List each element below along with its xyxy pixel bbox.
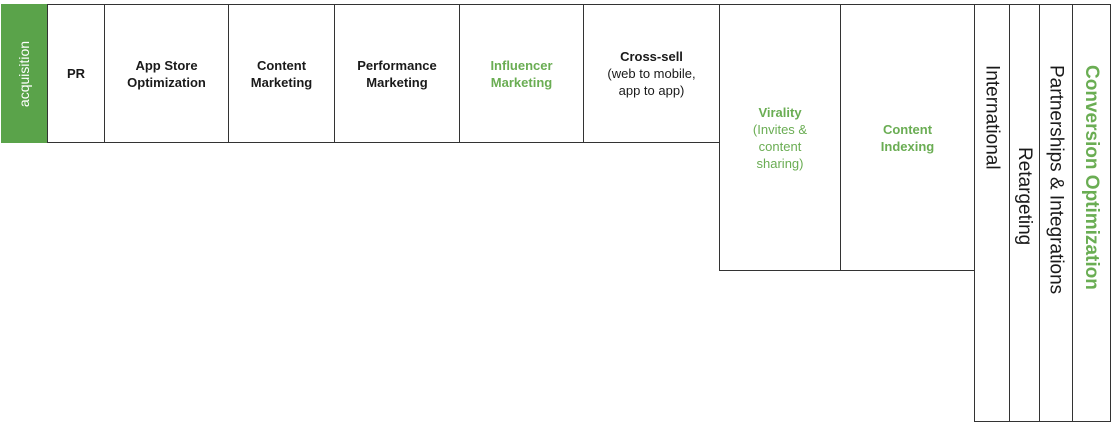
channel-partnerships-integrations: Partnerships & Integrations	[1039, 4, 1073, 422]
channel-content-indexing: Content Indexing	[840, 4, 975, 271]
channel-conversion-optimization: Conversion Optimization	[1072, 4, 1111, 422]
channel-content-marketing: Content Marketing	[228, 4, 335, 143]
channel-title: Influencer Marketing	[490, 57, 553, 90]
channel-virality: Virality (Invites & content sharing)	[719, 4, 841, 271]
channel-title: Virality	[758, 104, 802, 120]
vertical-channel-label: Partnerships & Integrations	[1045, 65, 1067, 295]
channel-title: App Store Optimization	[127, 57, 206, 90]
channel-title: Content Marketing	[250, 57, 313, 90]
vertical-channel-label: Conversion Optimization	[1081, 65, 1102, 290]
acquisition-stage-box: acquisition	[1, 4, 48, 143]
channel-app-store-optimization: App Store Optimization	[104, 4, 229, 143]
channel-title: Performance Marketing	[357, 57, 437, 90]
channel-title: PR	[66, 66, 86, 81]
channel-subtitle: (web to mobile, app to app)	[607, 66, 696, 98]
channel-title: Content Indexing	[880, 121, 935, 154]
channel-subtitle: (Invites & content sharing)	[752, 121, 808, 171]
channel-international: International	[974, 4, 1010, 422]
channel-title: Cross-sell	[620, 49, 683, 64]
channel-influencer-marketing: Influencer Marketing	[459, 4, 584, 143]
channel-retargeting: Retargeting	[1009, 4, 1040, 422]
vertical-channel-label: Retargeting	[1014, 147, 1035, 246]
channel-performance-marketing: Performance Marketing	[334, 4, 460, 143]
vertical-channel-label: International	[981, 65, 1003, 170]
acquisition-label: acquisition	[16, 40, 33, 107]
channel-pr: PR	[47, 4, 105, 143]
channel-cross-sell: Cross-sell (web to mobile, app to app)	[583, 4, 720, 143]
